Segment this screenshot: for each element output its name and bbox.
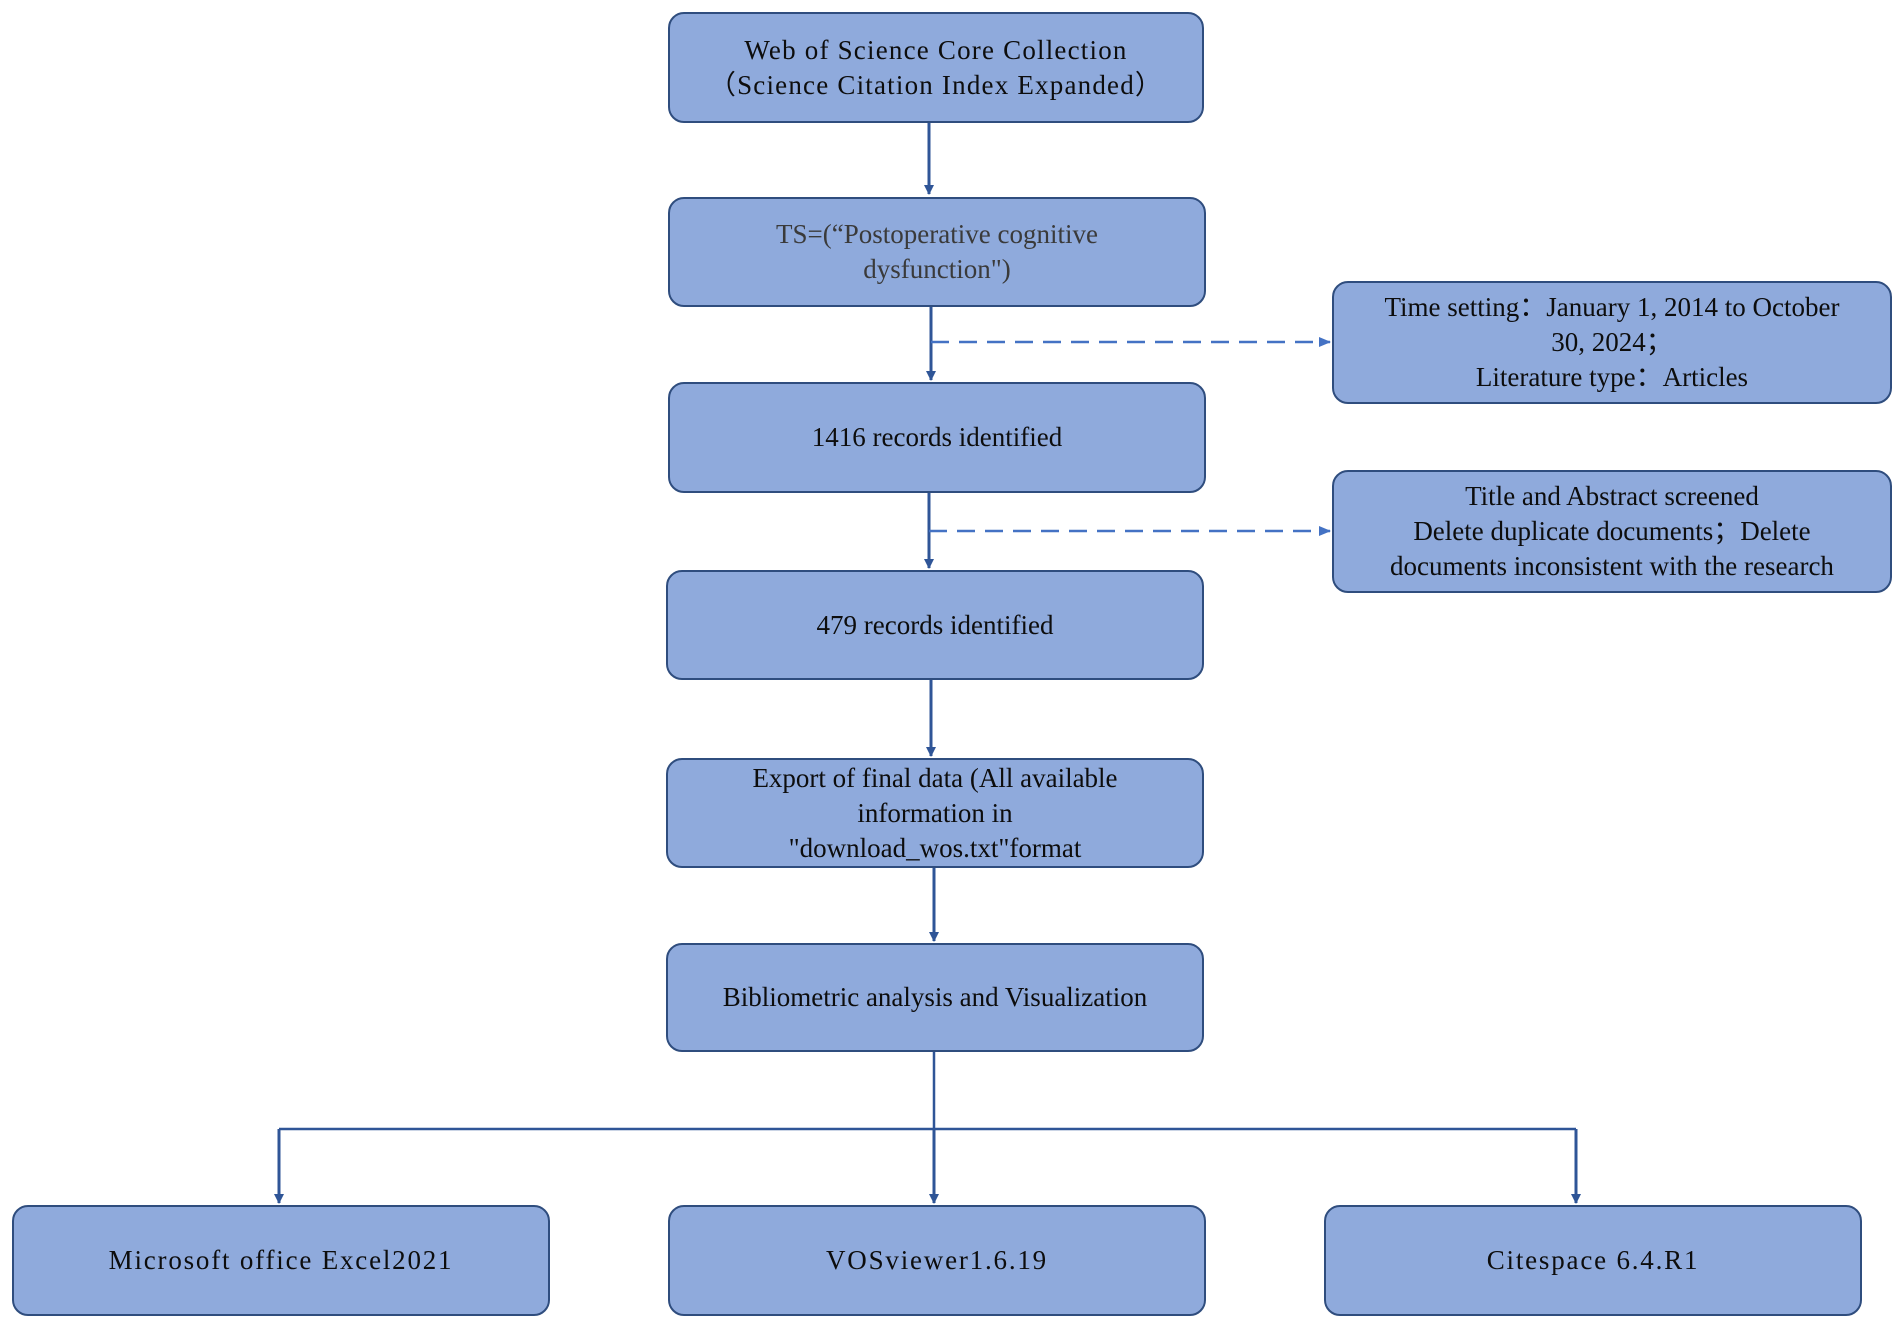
box-time-setting: Time setting：January 1, 2014 to October …: [1332, 281, 1892, 404]
box-vosviewer: VOSviewer1.6.19: [668, 1205, 1206, 1316]
box-export-text: Export of final data (All available info…: [752, 762, 1118, 863]
box-export: Export of final data (All available info…: [666, 758, 1204, 868]
box-search-query: TS=(“Postoperative cognitive dysfunction…: [668, 197, 1206, 307]
box-bibliometric-analysis: Bibliometric analysis and Visualization: [666, 943, 1204, 1052]
box-vosviewer-text: VOSviewer1.6.19: [826, 1245, 1048, 1275]
box-time-setting-text: Time setting：January 1, 2014 to October …: [1384, 292, 1840, 392]
box-excel: Microsoft office Excel2021: [12, 1205, 550, 1316]
box-bibliometric-analysis-text: Bibliometric analysis and Visualization: [722, 982, 1148, 1012]
box-screening-text: Title and Abstract screened Delete dupli…: [1390, 481, 1834, 581]
box-citespace-text: Citespace 6.4.R1: [1486, 1245, 1700, 1275]
box-excel-text: Microsoft office Excel2021: [108, 1245, 454, 1275]
box-479-records: 479 records identified: [666, 570, 1204, 680]
box-search-query-text: TS=(“Postoperative cognitive dysfunction…: [776, 219, 1098, 284]
box-1416-records: 1416 records identified: [668, 382, 1206, 493]
box-web-of-science: Web of Science Core Collection （Science …: [668, 12, 1204, 123]
box-1416-records-text: 1416 records identified: [811, 422, 1063, 452]
box-screening: Title and Abstract screened Delete dupli…: [1332, 470, 1892, 593]
box-citespace: Citespace 6.4.R1: [1324, 1205, 1862, 1316]
box-479-records-text: 479 records identified: [816, 609, 1054, 640]
box-web-of-science-text: Web of Science Core Collection （Science …: [708, 34, 1164, 100]
